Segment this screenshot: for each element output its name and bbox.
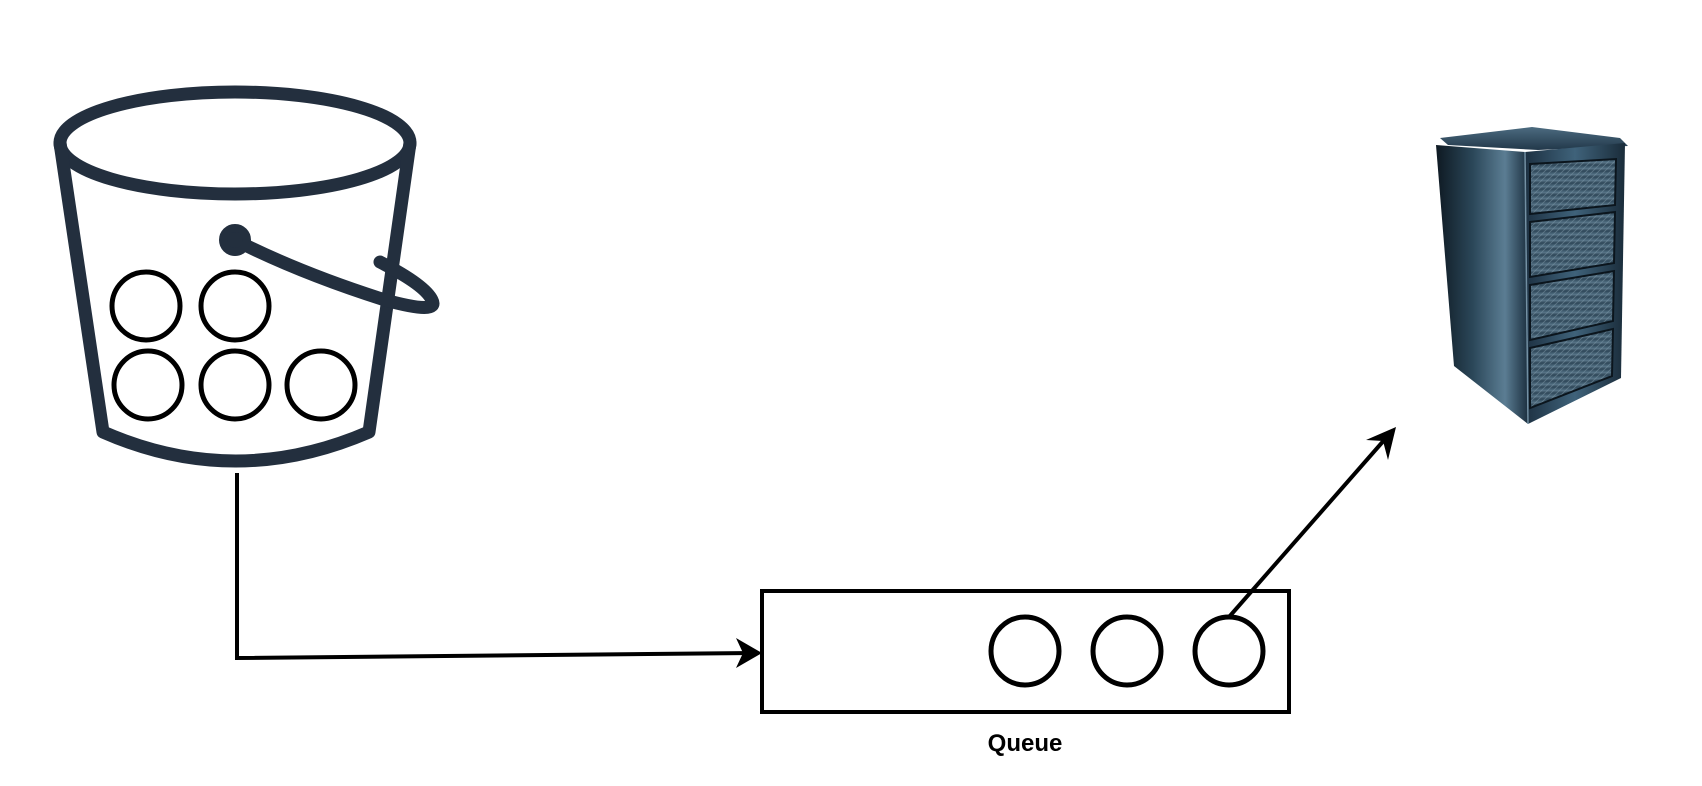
- arrowhead-icon: [736, 638, 762, 668]
- storage-bucket-icon: [53, 85, 440, 468]
- drive-bay: [1529, 210, 1617, 279]
- server-edge-highlight: [1524, 151, 1529, 425]
- queue-box: [760, 589, 1291, 714]
- bucket-handle: [228, 233, 440, 314]
- connector-bucket-to-queue: [235, 473, 762, 668]
- server-side: [1436, 145, 1528, 424]
- bucket-handle-knob: [219, 224, 251, 256]
- server-top: [1440, 127, 1628, 150]
- arrowhead-icon: [1366, 427, 1396, 460]
- connector-line: [1227, 436, 1388, 619]
- bucket-object: [109, 269, 183, 343]
- drive-bay: [1529, 157, 1618, 216]
- queue-label: Queue: [988, 730, 1063, 757]
- drive-bay: [1529, 327, 1615, 410]
- server-drive-bays: [1529, 157, 1618, 410]
- bucket-body: [53, 136, 417, 468]
- bucket-rim: [53, 85, 417, 201]
- queue-message: [1090, 614, 1164, 688]
- server-rack-icon: [1436, 127, 1628, 425]
- drive-bay: [1529, 269, 1616, 342]
- bucket-objects: [109, 269, 358, 422]
- connector-line: [235, 473, 754, 661]
- bucket-object: [111, 348, 185, 422]
- queue-message: [988, 614, 1062, 688]
- bucket-object: [198, 269, 272, 343]
- connector-queue-to-server: [1227, 427, 1396, 619]
- bucket-object: [198, 348, 272, 422]
- bucket-object: [284, 348, 358, 422]
- queue: Queue: [760, 589, 1291, 757]
